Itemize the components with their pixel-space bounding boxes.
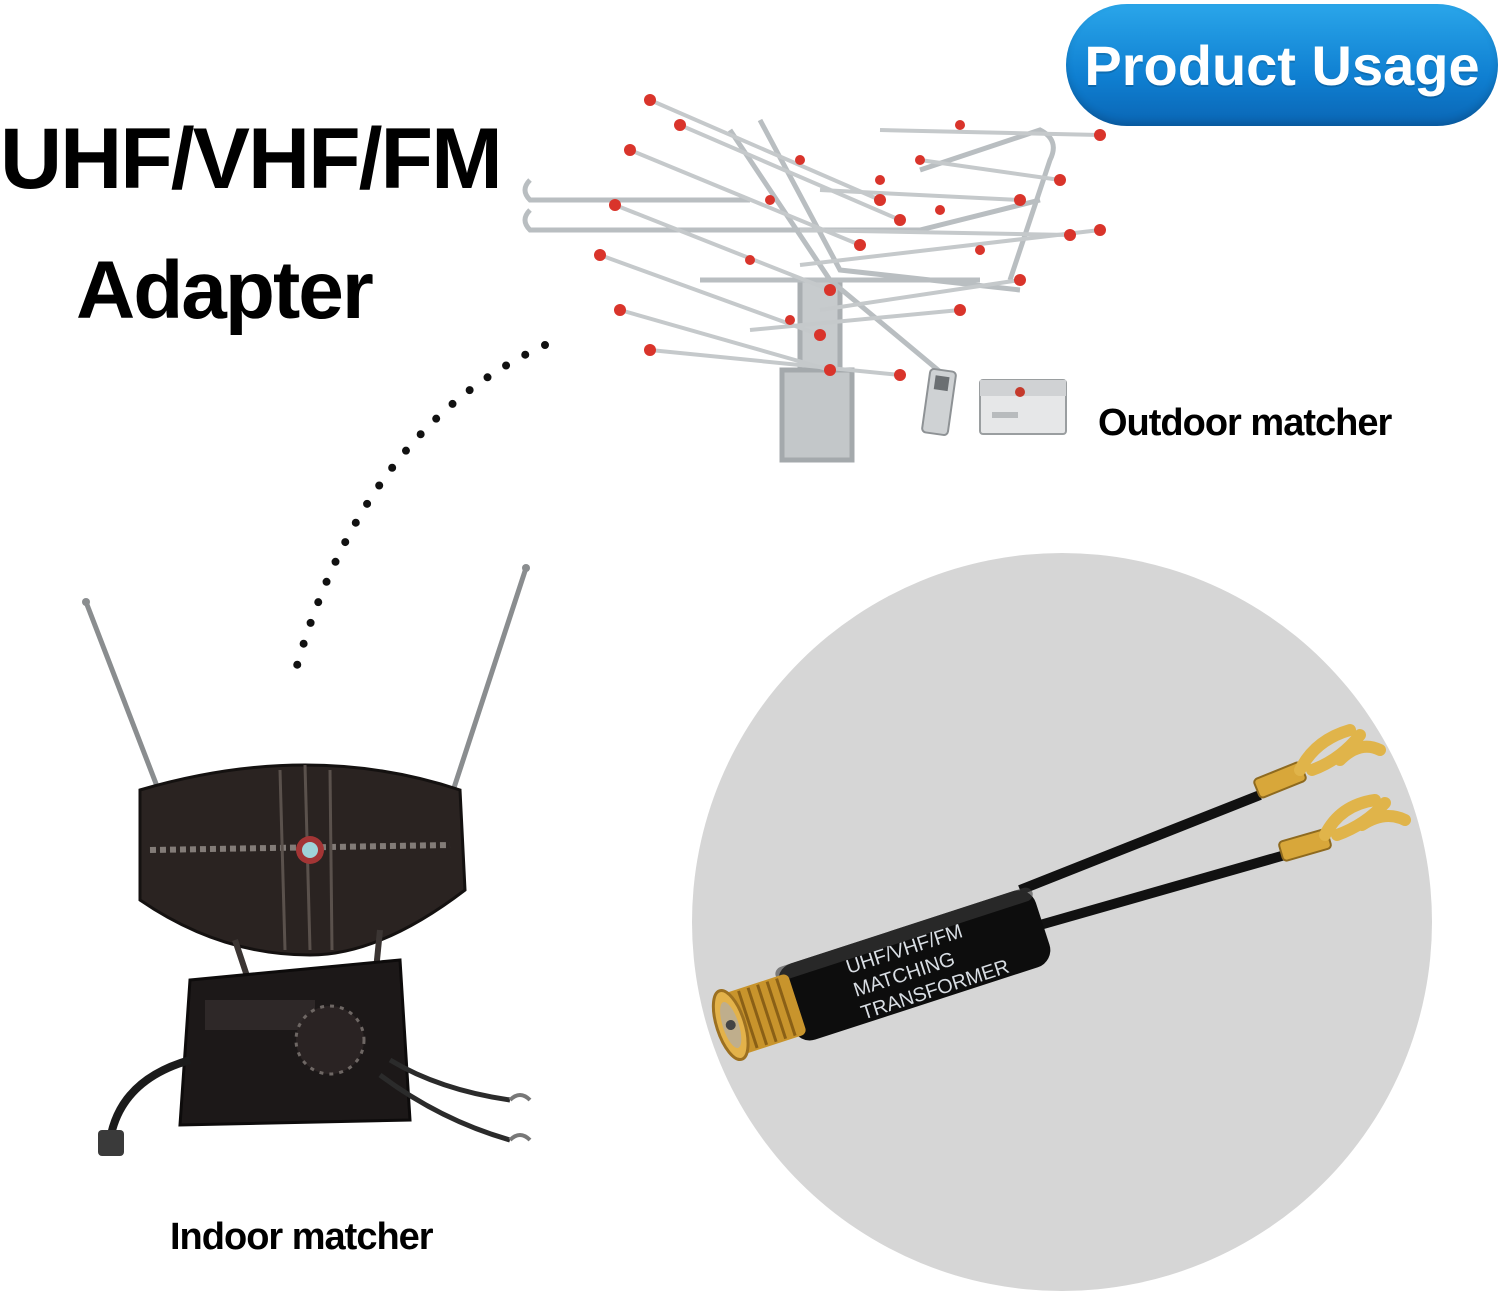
outdoor-matcher-label: Outdoor matcher <box>1098 402 1392 444</box>
outdoor-antenna-image <box>522 94 1106 463</box>
matching-transformer-image: UHF/VHF/FM MATCHING TRANSFORMER <box>711 724 1411 1062</box>
badge-label: Product Usage <box>1084 33 1480 97</box>
title-line-2: Adapter <box>76 245 374 336</box>
remote-and-control-box-image <box>921 368 1067 436</box>
indoor-matcher-label: Indoor matcher <box>170 1216 434 1258</box>
indoor-antenna-image <box>82 564 532 1156</box>
product-usage-badge: Product Usage <box>1066 4 1498 126</box>
title-line-1: UHF/VHF/FM <box>0 111 503 207</box>
